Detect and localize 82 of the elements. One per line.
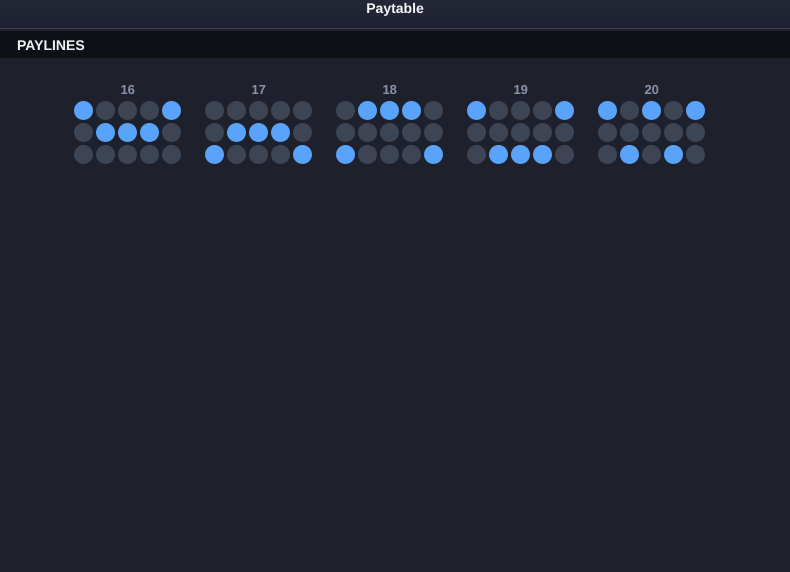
dot-icon <box>511 145 530 164</box>
dot-icon <box>402 145 422 164</box>
dot-icon <box>467 101 486 120</box>
dot-icon <box>140 123 160 142</box>
dot-icon <box>620 123 640 142</box>
dot-icon <box>293 145 312 164</box>
dot-icon <box>533 101 552 120</box>
dot-icon <box>642 145 662 164</box>
dot-icon <box>380 101 400 120</box>
dot-icon <box>74 145 93 164</box>
payline-number: 18 <box>381 82 398 97</box>
dot-icon <box>227 123 246 142</box>
dot-icon <box>686 145 706 164</box>
dot-icon <box>227 145 246 164</box>
dot-icon <box>489 101 508 120</box>
payline-number: 16 <box>119 82 136 97</box>
dot-icon <box>358 145 378 164</box>
dot-icon <box>205 145 224 164</box>
section-title: PAYLINES <box>17 37 85 53</box>
dot-icon <box>336 101 355 120</box>
dot-icon <box>598 101 617 120</box>
dot-icon <box>598 145 617 164</box>
dot-icon <box>336 123 355 142</box>
dot-icon <box>686 123 706 142</box>
dot-icon <box>664 123 684 142</box>
payline-number: 17 <box>250 82 267 97</box>
dot-icon <box>489 145 508 164</box>
dot-icon <box>74 101 93 120</box>
dot-icon <box>358 123 378 142</box>
dot-icon <box>424 145 444 164</box>
dot-icon <box>249 145 268 164</box>
dot-icon <box>511 123 530 142</box>
dot-icon <box>271 101 290 120</box>
dot-icon <box>555 123 574 142</box>
dot-icon <box>664 101 684 120</box>
dot-icon <box>424 123 444 142</box>
dot-icon <box>664 145 684 164</box>
payline-number: 20 <box>643 82 660 97</box>
dot-icon <box>293 123 312 142</box>
dot-icon <box>358 101 378 120</box>
dot-icon <box>205 123 224 142</box>
dot-icon <box>249 123 268 142</box>
dot-icon <box>162 101 182 120</box>
dot-icon <box>96 101 116 120</box>
dot-icon <box>96 123 116 142</box>
dot-icon <box>96 145 116 164</box>
dot-icon <box>118 145 138 164</box>
dot-icon <box>511 101 530 120</box>
dot-icon <box>424 101 444 120</box>
dot-icon <box>620 101 640 120</box>
payline-number: 19 <box>512 82 529 97</box>
page-title: Paytable <box>365 0 425 16</box>
dot-icon <box>271 145 290 164</box>
dot-icon <box>620 145 640 164</box>
dot-icon <box>555 145 574 164</box>
dot-icon <box>140 145 160 164</box>
dot-icon <box>162 123 182 142</box>
dot-icon <box>118 123 138 142</box>
dot-icon <box>533 123 552 142</box>
dot-icon <box>118 101 138 120</box>
dot-icon <box>467 145 486 164</box>
dot-icon <box>467 123 486 142</box>
dot-icon <box>642 101 662 120</box>
dot-icon <box>402 123 422 142</box>
dot-icon <box>162 145 182 164</box>
dot-icon <box>74 123 93 142</box>
dot-icon <box>555 101 574 120</box>
dot-icon <box>227 101 246 120</box>
dot-icon <box>402 101 422 120</box>
dot-icon <box>489 123 508 142</box>
dot-icon <box>642 123 662 142</box>
dot-icon <box>271 123 290 142</box>
dot-icon <box>205 101 224 120</box>
dot-icon <box>336 145 355 164</box>
dot-icon <box>598 123 617 142</box>
dot-icon <box>686 101 706 120</box>
dot-icon <box>380 145 400 164</box>
dot-icon <box>380 123 400 142</box>
dot-icon <box>293 101 312 120</box>
dot-icon <box>140 101 160 120</box>
dot-icon <box>533 145 552 164</box>
dot-icon <box>249 101 268 120</box>
